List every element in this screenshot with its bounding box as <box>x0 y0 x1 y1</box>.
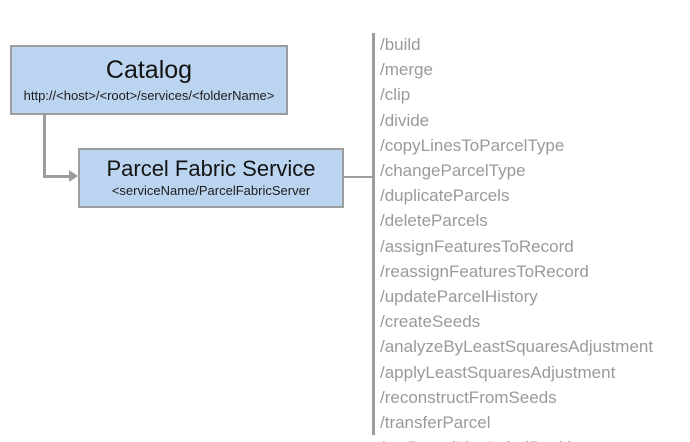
connector-catalog-vertical <box>43 115 46 175</box>
operation-item[interactable]: /changeParcelType <box>380 161 526 181</box>
operation-item[interactable]: /analyzeByLeastSquaresAdjustment <box>380 337 654 357</box>
operation-item[interactable]: /reconstructFromSeeds <box>380 387 557 407</box>
operation-item[interactable]: /createSeeds <box>380 312 481 332</box>
operation-item[interactable]: /assignFeaturesToRecord <box>380 236 574 256</box>
operation-item[interactable]: /reassignFeaturesToRecord <box>380 261 589 281</box>
operation-item[interactable]: /build <box>380 35 421 54</box>
catalog-node-title: Catalog <box>105 56 193 85</box>
parcel-fabric-service-path: <serviceName/ParcelFabricServer <box>111 183 311 199</box>
catalog-node[interactable]: Catalog http://<host>/<root>/services/<f… <box>10 45 288 115</box>
operation-item[interactable]: /duplicateParcels <box>380 186 510 206</box>
connector-service-to-operations <box>344 176 374 178</box>
parcel-fabric-service-title: Parcel Fabric Service <box>106 156 316 182</box>
operation-item[interactable]: /copyLinesToParcelType <box>380 135 565 155</box>
operations-list: /build/merge/clip/divide/copyLinesToParc… <box>380 32 685 442</box>
connector-catalog-horizontal <box>43 175 71 178</box>
operation-item[interactable]: /updateParcelHistory <box>380 287 538 307</box>
operation-item[interactable]: /setParcelLineLabelPosition <box>380 435 685 442</box>
operation-item[interactable]: /merge <box>380 60 433 80</box>
operation-item[interactable]: /clip <box>380 85 411 105</box>
operation-item[interactable]: /applyLeastSquaresAdjustment <box>380 362 616 382</box>
arrowhead-icon <box>69 170 78 182</box>
parcel-fabric-service-node[interactable]: Parcel Fabric Service <serviceName/Parce… <box>78 148 344 208</box>
operation-item[interactable]: /transferParcel <box>380 413 491 433</box>
catalog-node-url: http://<host>/<root>/services/<folderNam… <box>23 87 275 103</box>
operations-divider <box>372 33 375 435</box>
operation-item[interactable]: /deleteParcels <box>380 211 488 231</box>
operation-item[interactable]: /divide <box>380 110 430 130</box>
